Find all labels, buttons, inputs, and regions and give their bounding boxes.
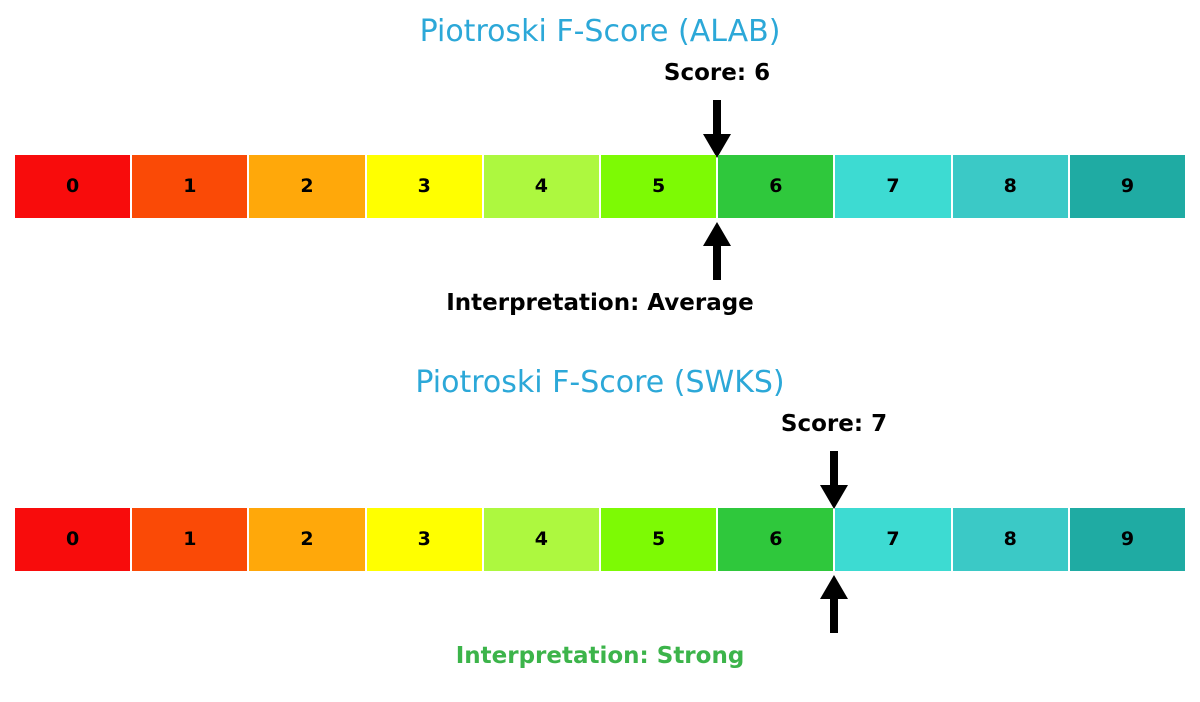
scale-segment-0[interactable]: 0 <box>15 155 131 218</box>
scale-segment-5[interactable]: 5 <box>601 155 717 218</box>
score-marker-down-arrow-icon-secondary <box>820 451 848 509</box>
scale-segment-4[interactable]: 4 <box>483 508 600 571</box>
scale-segment-label: 8 <box>1003 528 1017 550</box>
scale-segment-7[interactable]: 7 <box>835 508 951 571</box>
scale-segment-8[interactable]: 8 <box>952 508 1068 571</box>
arrow-shaft <box>830 597 838 633</box>
scale-segment-label: 1 <box>183 528 197 550</box>
score-value-label-secondary: Score: 7 <box>780 411 888 437</box>
scale-segment-label: 6 <box>769 175 783 197</box>
scale-segment-label: 0 <box>65 528 80 550</box>
scale-segment-label: 9 <box>1120 175 1135 197</box>
scale-segment-2[interactable]: 2 <box>249 508 365 571</box>
score-panel-swks: Piotroski F-Score (SWKS) Score: 7 0 1 2 … <box>0 351 1200 702</box>
page-title-secondary: Piotroski F-Score (SWKS) <box>415 365 785 400</box>
scale-segment-7[interactable]: 7 <box>835 155 951 218</box>
score-value-label: Score: 6 <box>663 60 771 86</box>
scale-segment-2[interactable]: 2 <box>249 155 365 218</box>
scale-segment-label: 6 <box>769 528 783 550</box>
scale-segment-4[interactable]: 4 <box>483 155 600 218</box>
scale-segment-label: 4 <box>534 528 549 550</box>
scale-segment-label: 3 <box>417 175 431 197</box>
scale-segment-label: 0 <box>65 175 80 197</box>
scale-segment-label: 3 <box>417 528 431 550</box>
arrow-shaft <box>713 244 721 280</box>
scale-segment-3[interactable]: 3 <box>366 508 482 571</box>
scale-segment-3[interactable]: 3 <box>366 155 482 218</box>
page-title: Piotroski F-Score (ALAB) <box>419 14 781 49</box>
scale-segment-label: 8 <box>1003 175 1017 197</box>
scale-segment-label: 7 <box>886 175 900 197</box>
arrow-shaft <box>713 100 721 136</box>
scale-segment-1[interactable]: 1 <box>132 508 248 571</box>
interpretation-label-secondary: Interpretation: Strong <box>455 643 745 669</box>
scale-segment-0[interactable]: 0 <box>15 508 131 571</box>
interpretation-label: Interpretation: Average <box>446 290 754 316</box>
arrow-head <box>820 575 848 599</box>
score-marker-down-arrow-icon <box>703 100 731 158</box>
scale-segment-6[interactable]: 6 <box>718 508 834 571</box>
scale-segment-6[interactable]: 6 <box>718 155 834 218</box>
interpretation-marker-up-arrow-icon <box>703 222 731 280</box>
scale-segment-label: 5 <box>652 175 666 197</box>
scale-segment-5[interactable]: 5 <box>601 508 717 571</box>
scale-segment-8[interactable]: 8 <box>952 155 1068 218</box>
arrow-shaft <box>830 451 838 487</box>
scale-segment-label: 7 <box>886 528 900 550</box>
scale-segment-label: 2 <box>300 528 314 550</box>
score-panel-alab: Piotroski F-Score (ALAB) Score: 6 0 1 2 … <box>15 14 1186 316</box>
scale-segment-1[interactable]: 1 <box>132 155 248 218</box>
interpretation-marker-up-arrow-icon-secondary <box>820 575 848 633</box>
arrow-head <box>820 485 848 509</box>
scale-segment-label: 4 <box>534 175 549 197</box>
scale-segment-label: 9 <box>1120 528 1135 550</box>
arrow-head <box>703 134 731 158</box>
arrow-head <box>703 222 731 246</box>
scale-segment-9[interactable]: 9 <box>1069 155 1186 218</box>
scale-segment-label: 1 <box>183 175 197 197</box>
scale-segment-9[interactable]: 9 <box>1069 508 1186 571</box>
scale-segment-label: 5 <box>652 528 666 550</box>
score-scale-bar-swks: 0 1 2 3 4 5 6 7 8 <box>15 508 1186 571</box>
score-scale-bar-alab: 0 1 2 3 4 5 6 7 8 <box>15 155 1186 218</box>
scale-segment-label: 2 <box>300 175 314 197</box>
